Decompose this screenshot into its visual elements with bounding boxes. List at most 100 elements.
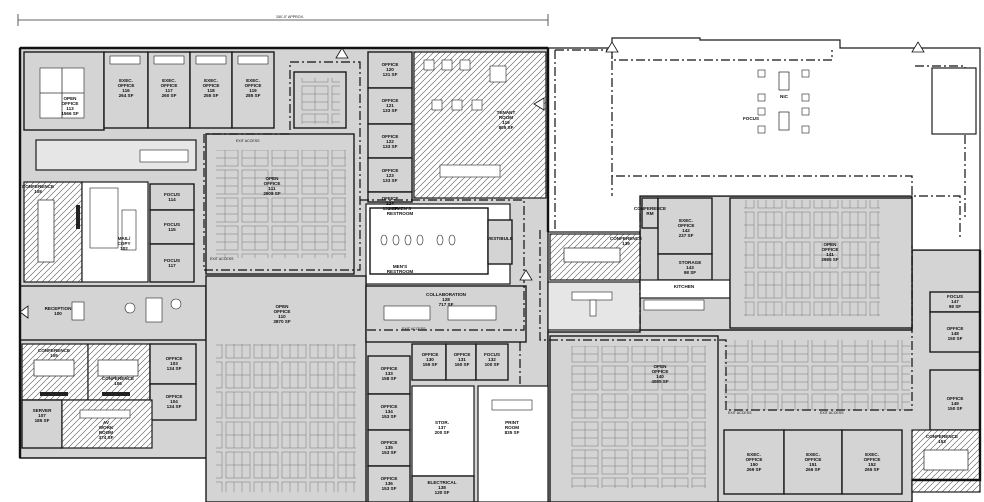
room-exec-office-152 xyxy=(841,429,903,495)
dimension-line: 150'-0" APPROX. xyxy=(17,14,549,26)
room-office-149 xyxy=(929,369,981,431)
exit-path-center xyxy=(360,199,525,331)
room-storage xyxy=(411,385,475,477)
room-focus-115 xyxy=(149,209,195,245)
room-office-134 xyxy=(367,393,411,431)
room-office-124 xyxy=(367,191,413,203)
exit-markers xyxy=(19,41,925,319)
exit-access-label: EXIT ACCESS xyxy=(210,257,234,261)
room-office-131 xyxy=(445,343,477,381)
room-vestibule xyxy=(487,219,513,265)
room-office-120 xyxy=(367,51,413,89)
room-office-130 xyxy=(411,343,447,381)
room-office-122 xyxy=(367,123,413,159)
room-label-vestibule: VESTIBULE xyxy=(487,236,513,241)
room-office-104 xyxy=(149,383,197,421)
exit-access-label: EXIT ACCESS xyxy=(728,411,752,415)
room-focus-132 xyxy=(475,343,509,381)
room-reception xyxy=(19,285,207,341)
room-exec-office-117 xyxy=(147,51,191,129)
room-label-kitchen: KITCHEN xyxy=(674,284,695,289)
exit-access-label: EXIT ACCESS xyxy=(820,411,844,415)
room-kitchen xyxy=(639,279,731,299)
room-exec-office-119 xyxy=(231,51,275,129)
toilet-fixtures xyxy=(380,234,456,246)
room-server xyxy=(21,399,63,449)
room-av-work-room xyxy=(61,399,153,449)
room-exec-office-116 xyxy=(103,51,149,129)
exit-path-left xyxy=(203,61,361,271)
dimension-label: 150'-0" APPROX. xyxy=(276,15,304,19)
room-storage-143 xyxy=(657,253,713,281)
patio-label: NIC xyxy=(780,94,789,99)
exit-access-label: EXIT ACCESS xyxy=(236,139,260,143)
room-exec-office-151 xyxy=(783,429,843,495)
room-office-135 xyxy=(367,429,411,467)
nic-label: FOCUS xyxy=(743,116,759,121)
patio-furniture: NIC FOCUS xyxy=(743,69,810,134)
room-exec-office-150 xyxy=(723,429,785,495)
room-office-123 xyxy=(367,157,413,193)
room-office-136 xyxy=(367,465,411,502)
room-office-121 xyxy=(367,87,413,125)
room-exec-office-118 xyxy=(189,51,233,129)
room-focus-114 xyxy=(149,183,195,211)
exit-access-label: EXIT ACCESS xyxy=(402,327,426,331)
exit-path-right xyxy=(539,230,913,411)
room-office-103 xyxy=(149,343,197,385)
room-electrical xyxy=(411,475,475,502)
room-focus-117 xyxy=(149,243,195,283)
